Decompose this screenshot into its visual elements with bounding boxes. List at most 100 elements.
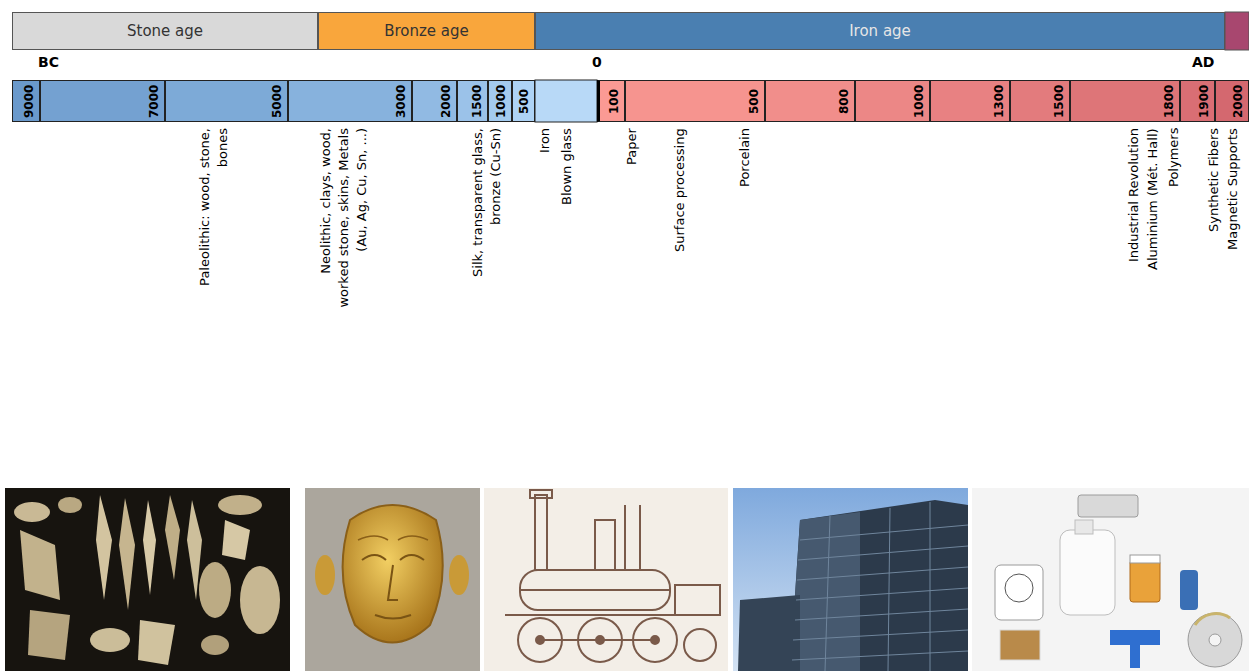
plastic-objects-photo-part	[1060, 530, 1115, 615]
locomotive-drawing-part	[520, 570, 670, 610]
period-number: 1500	[1052, 84, 1067, 117]
glass-building-photo-part	[792, 502, 968, 671]
era-marker: 0	[592, 54, 602, 70]
glass-building-photo-part-part	[930, 502, 931, 671]
modern-band	[1225, 12, 1249, 50]
period-segment: 800	[765, 80, 855, 122]
plastic-objects-photo-part	[1188, 613, 1242, 667]
locomotive-drawing-part	[639, 505, 641, 570]
locomotive-drawing-part	[484, 488, 728, 671]
stone-tools-photo-part	[58, 497, 82, 513]
gold-mask-photo-part	[343, 505, 443, 643]
locomotive-drawing-part	[595, 520, 615, 570]
stone-tools-photo-part	[199, 562, 231, 618]
period-segment: 5000	[165, 80, 288, 122]
period-segment: 500	[512, 80, 535, 122]
locomotive-drawing-part	[540, 639, 655, 641]
material-label: Porcelain	[736, 128, 754, 187]
plastic-objects-photo-part	[1075, 520, 1093, 534]
stone-tools-photo	[5, 488, 290, 671]
locomotive-drawing-part	[520, 589, 670, 591]
gold-mask-photo-part	[315, 555, 335, 595]
material-label: Magnetic Supports	[1224, 128, 1242, 250]
glass-building-photo-part	[738, 595, 800, 671]
plastic-objects-photo-part	[1078, 495, 1138, 517]
glass-building-photo-part-part	[800, 525, 968, 540]
stone-tools-photo-part	[240, 566, 280, 634]
glass-building-photo-part-part	[793, 630, 968, 640]
glass-building-photo-part	[790, 500, 968, 671]
stone-tools-photo-part	[138, 620, 175, 665]
era-marker: BC	[38, 54, 59, 70]
era-label: Iron age	[849, 22, 911, 40]
stone-tools-photo-part	[90, 628, 130, 652]
period-number: 1900	[1197, 84, 1212, 117]
stone-tools-photo-part	[201, 635, 229, 655]
stone-tools-photo-part	[5, 488, 290, 671]
period-number: 500	[747, 88, 762, 113]
period-segment: 1300	[930, 80, 1010, 122]
stone-tools-photo-part	[96, 495, 112, 600]
period-segment: 1500	[457, 80, 488, 122]
material-label: Neolithic, clays, wood, worked stone, sk…	[317, 128, 371, 318]
plastic-objects-photo-part	[1000, 630, 1040, 660]
stone-tools-photo-part	[222, 520, 250, 560]
gold-mask-photo-part	[305, 488, 480, 671]
period-number: 100	[607, 88, 622, 113]
material-label: Paper	[623, 128, 641, 165]
period-segment: 3000	[288, 80, 412, 122]
material-label: Polymers	[1165, 128, 1183, 187]
period-number: 1000	[494, 84, 509, 117]
period-number: 800	[837, 88, 852, 113]
locomotive-drawing-part	[624, 505, 626, 570]
plastic-objects-photo-part	[1195, 614, 1230, 625]
period-number: 5000	[270, 84, 285, 117]
period-number: 3000	[394, 84, 409, 117]
material-label: Blown glass	[558, 128, 576, 205]
locomotive-drawing	[484, 488, 728, 671]
locomotive-drawing-part	[684, 629, 716, 661]
period-number: 7000	[147, 84, 162, 117]
plastic-objects-photo	[972, 488, 1249, 671]
era-marker: AD	[1192, 54, 1214, 70]
glass-building-photo-part	[733, 488, 968, 671]
age-band: Stone age	[12, 12, 318, 50]
period-number: 1300	[992, 84, 1007, 117]
plastic-objects-photo-part	[1005, 574, 1033, 602]
period-segment: 1900	[1180, 80, 1215, 122]
period-segment: 9000	[12, 80, 40, 122]
glass-building-photo-part-part	[888, 508, 890, 671]
period-segment: 100	[597, 80, 625, 122]
period-segment: 1000	[488, 80, 512, 122]
era-label: Stone age	[127, 22, 203, 40]
period-number: 1800	[1162, 84, 1177, 117]
period-segment: 1000	[855, 80, 930, 122]
period-number: 9000	[22, 84, 37, 117]
gold-mask-photo-part	[449, 555, 469, 595]
gold-mask-photo-part	[400, 555, 424, 560]
period-number: 1000	[912, 84, 927, 117]
stone-tools-photo-part	[143, 500, 156, 595]
locomotive-drawing-part	[530, 490, 552, 498]
period-segment: 1500	[1010, 80, 1070, 122]
stone-tools-photo-part	[28, 610, 70, 660]
plastic-objects-photo-part	[1209, 634, 1221, 646]
gold-mask-photo-part	[362, 555, 386, 560]
material-label: Paleolithic: wood, stone, bones	[196, 128, 232, 293]
material-label: Silk, transparent glass, bronze (Cu-Sn)	[469, 128, 505, 303]
material-label: Aluminium (Mét. Hall)	[1144, 128, 1162, 270]
stone-tools-photo-part	[165, 495, 180, 580]
period-segment: 2000	[1215, 80, 1249, 122]
material-label: Synthetic Fibers	[1205, 128, 1223, 232]
period-number: 500	[517, 88, 532, 113]
stone-tools-photo-part	[218, 495, 262, 515]
glass-building-photo	[733, 488, 968, 671]
era-label: Bronze age	[384, 22, 469, 40]
glass-building-photo-part-part	[792, 651, 968, 660]
stone-tools-photo-part	[14, 502, 50, 522]
locomotive-drawing-part	[675, 585, 720, 615]
period-number: 1500	[470, 84, 485, 117]
period-segment: 500	[625, 80, 765, 122]
material-label: Industrial Revolution	[1125, 128, 1143, 262]
glass-building-photo-part-part	[798, 546, 968, 560]
